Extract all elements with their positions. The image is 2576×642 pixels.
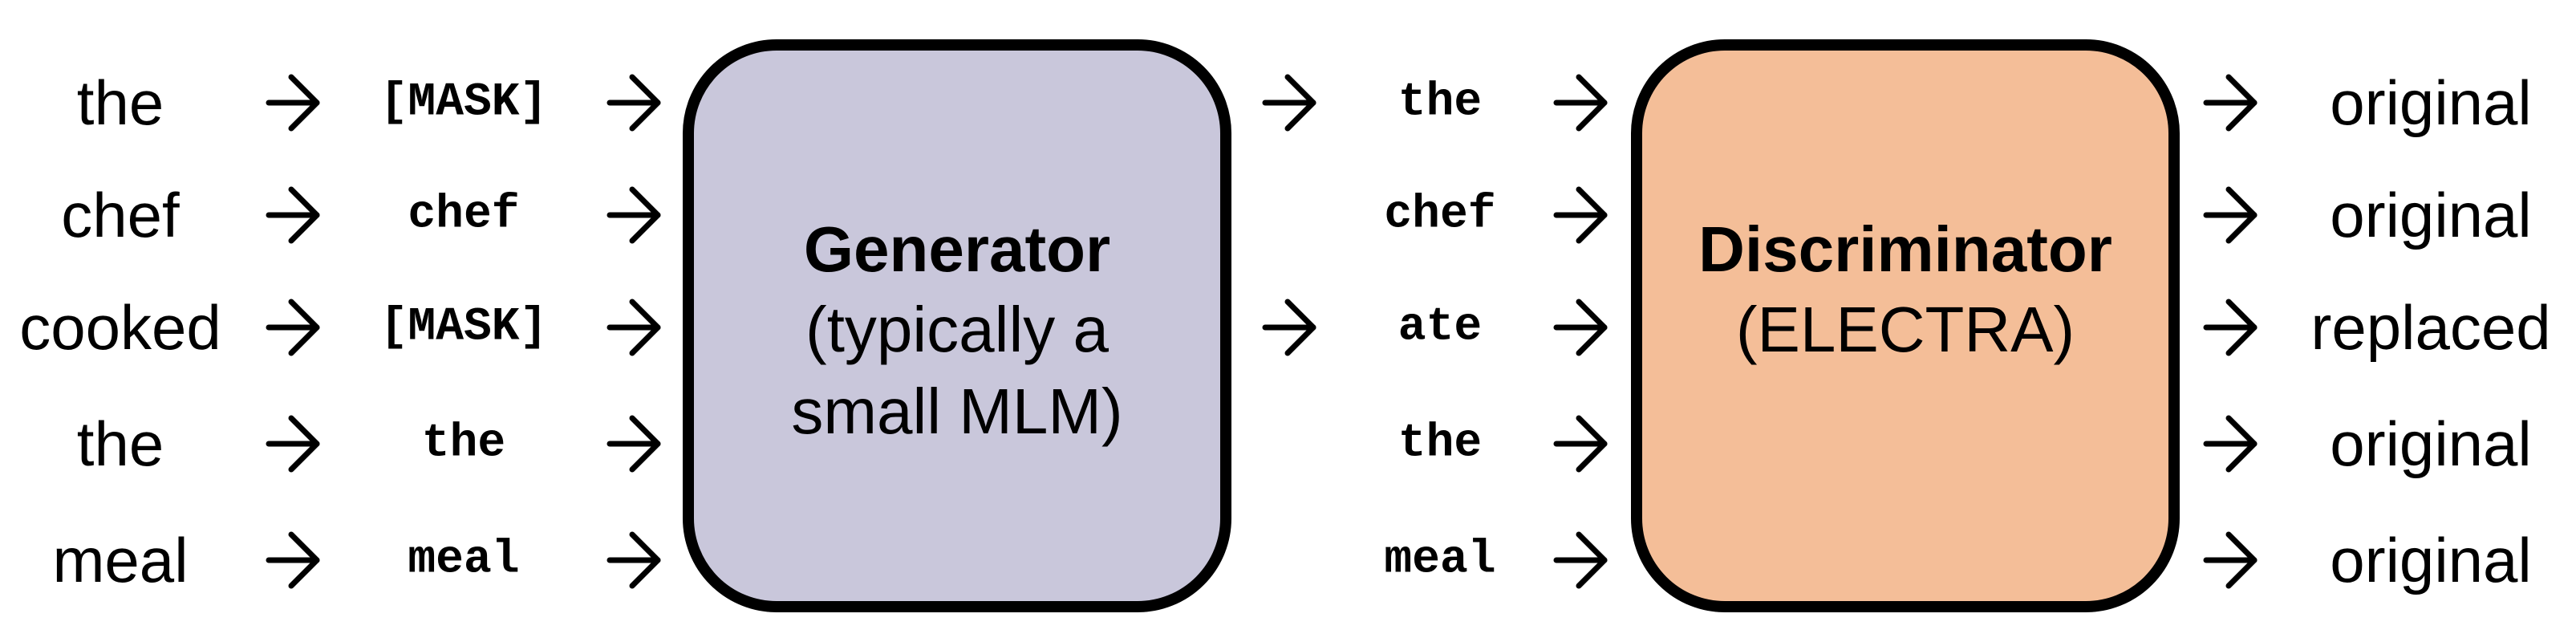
right-arrow-icon xyxy=(1553,415,1608,473)
token-row: the [MASK] the original xyxy=(77,67,2532,138)
token-row: the the the original xyxy=(77,408,2532,479)
right-arrow-icon xyxy=(2203,415,2258,473)
token-row: chef chef chef original xyxy=(61,180,2531,250)
generator-title: Generator xyxy=(804,213,1110,285)
masked-token: [MASK] xyxy=(380,77,548,129)
input-token: meal xyxy=(52,525,188,595)
right-arrow-icon xyxy=(266,74,320,132)
right-arrow-icon xyxy=(1262,299,1316,356)
right-arrow-icon xyxy=(1553,74,1608,132)
input-token: chef xyxy=(61,180,180,250)
generated-token: the xyxy=(1398,77,1482,129)
generator-subtitle-line2: small MLM) xyxy=(791,376,1122,447)
discriminator-label: replaced xyxy=(2310,292,2550,363)
masked-token: the xyxy=(422,418,505,470)
generated-token: meal xyxy=(1384,534,1495,587)
discriminator-subtitle: (ELECTRA) xyxy=(1736,294,2075,365)
discriminator-label: original xyxy=(2330,180,2531,250)
generated-token: the xyxy=(1398,418,1482,470)
right-arrow-icon xyxy=(266,186,320,244)
discriminator-label: original xyxy=(2330,525,2531,595)
generated-token: chef xyxy=(1384,189,1495,242)
right-arrow-icon xyxy=(266,415,320,473)
right-arrow-icon xyxy=(266,531,320,589)
masked-token: [MASK] xyxy=(380,302,548,354)
token-row: meal meal meal original xyxy=(52,525,2531,595)
right-arrow-icon xyxy=(606,74,661,132)
right-arrow-icon xyxy=(2203,299,2258,356)
discriminator-title: Discriminator xyxy=(1698,213,2112,285)
generated-token: ate xyxy=(1398,302,1482,354)
generator-subtitle-line1: (typically a xyxy=(805,294,1109,365)
right-arrow-icon xyxy=(1553,531,1608,589)
discriminator-box xyxy=(1631,39,2180,612)
masked-token: meal xyxy=(408,534,519,587)
discriminator-label: original xyxy=(2330,67,2531,138)
masked-token: chef xyxy=(408,189,519,242)
input-token: cooked xyxy=(19,292,221,363)
right-arrow-icon xyxy=(606,186,661,244)
input-token: the xyxy=(77,67,164,138)
input-token: the xyxy=(77,408,164,479)
token-row: cooked [MASK] ate replaced xyxy=(19,292,2550,363)
right-arrow-icon xyxy=(2203,531,2258,589)
right-arrow-icon xyxy=(1553,299,1608,356)
generator-box xyxy=(683,39,1231,612)
token-rows: the [MASK] the original chef chef chef original… xyxy=(19,67,2550,595)
right-arrow-icon xyxy=(606,299,661,356)
right-arrow-icon xyxy=(1262,74,1316,132)
right-arrow-icon xyxy=(266,299,320,356)
right-arrow-icon xyxy=(606,415,661,473)
right-arrow-icon xyxy=(2203,74,2258,132)
right-arrow-icon xyxy=(2203,186,2258,244)
right-arrow-icon xyxy=(606,531,661,589)
discriminator-label: original xyxy=(2330,408,2531,479)
right-arrow-icon xyxy=(1553,186,1608,244)
